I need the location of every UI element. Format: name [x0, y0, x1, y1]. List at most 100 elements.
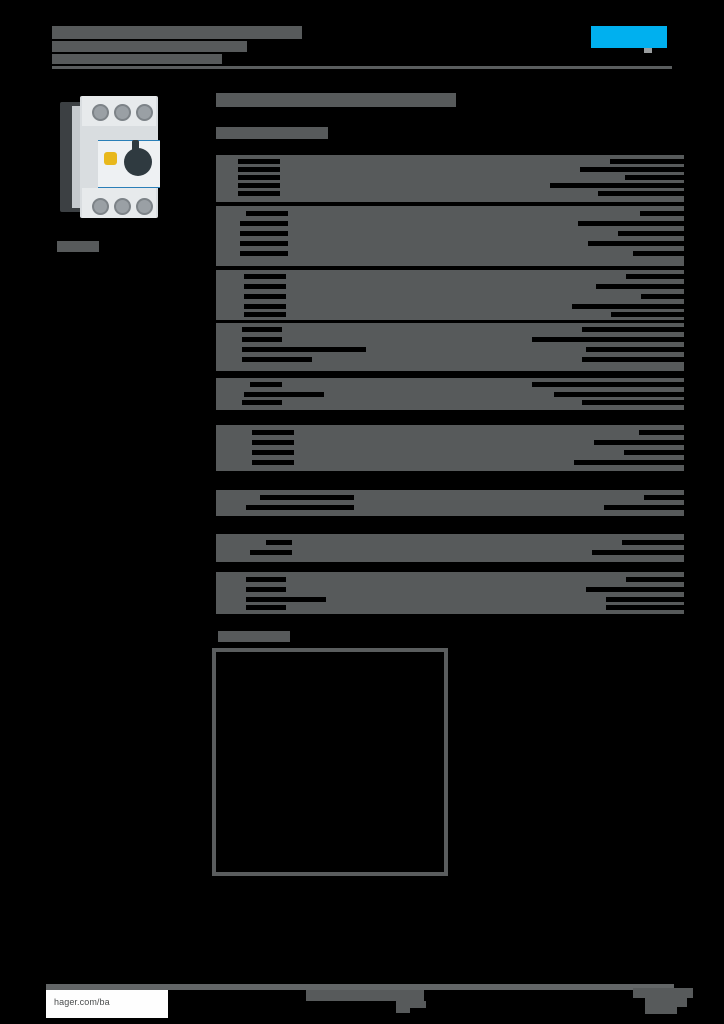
table-row-tail: [626, 577, 684, 582]
table-row-tail: [586, 347, 684, 352]
table-row-tail: [572, 304, 684, 309]
footer-url-plate[interactable]: hager.com/ba: [46, 990, 168, 1018]
table-row-tail: [582, 400, 684, 405]
drawing-caption: [218, 631, 290, 642]
footer-right-block-2: [645, 998, 687, 1007]
table-row-gap: [250, 550, 292, 555]
table-row-gap: [246, 605, 286, 610]
header-title-line-1: [52, 26, 302, 39]
table-row-gap: [246, 587, 286, 592]
table-row-gap: [240, 251, 288, 256]
terminal-screw: [136, 198, 153, 215]
spec-group: [216, 323, 684, 371]
table-row-gap: [250, 382, 282, 387]
table-row-gap: [252, 440, 294, 445]
table-row-gap: [242, 347, 366, 352]
table-row-tail: [641, 294, 684, 299]
table-row-tail: [610, 159, 684, 164]
table-row-tail: [644, 495, 684, 500]
terminal-screw: [92, 198, 109, 215]
table-row-gap: [252, 430, 294, 435]
table-row-gap: [242, 400, 282, 405]
table-row-gap: [240, 221, 288, 226]
table-row-gap: [242, 327, 282, 332]
table-row-gap: [238, 175, 280, 180]
table-row-tail: [625, 175, 684, 180]
product-photo-caption: [57, 241, 99, 252]
header-title-line-2: [52, 41, 247, 52]
table-row-tail: [633, 251, 684, 256]
table-row-tail: [582, 357, 684, 362]
logo-foot: [644, 48, 652, 53]
footer-divider: [46, 984, 674, 990]
logo-wordmark: [591, 26, 667, 48]
table-row-gap: [238, 167, 280, 172]
table-row-tail: [596, 284, 684, 289]
table-row-gap: [240, 231, 288, 236]
page-subtitle: [216, 127, 328, 139]
table-row-gap: [238, 191, 280, 196]
product-photo: [58, 92, 168, 222]
table-row-tail: [611, 312, 684, 317]
table-row-tail: [640, 211, 684, 216]
spec-group: [216, 572, 684, 614]
table-row-tail: [588, 241, 684, 246]
table-row-tail: [626, 274, 684, 279]
terminal-screw: [114, 198, 131, 215]
reset-button-icon: [104, 152, 117, 165]
table-row-tail: [580, 167, 684, 172]
table-row-tail: [582, 327, 684, 332]
table-row-gap: [238, 183, 280, 188]
table-row-tail: [586, 587, 684, 592]
table-row-gap: [244, 284, 286, 289]
table-row-tail: [554, 392, 684, 397]
spec-group: [216, 270, 684, 320]
terminal-screw: [136, 104, 153, 121]
table-row-tail: [598, 191, 684, 196]
table-row-gap: [260, 495, 354, 500]
table-row-gap: [244, 312, 286, 317]
table-row-gap: [242, 357, 312, 362]
table-row-tail: [574, 460, 684, 465]
table-row-tail: [624, 450, 684, 455]
footer-right-block: [633, 988, 693, 998]
spec-group: [216, 155, 684, 202]
rotary-knob-stem: [132, 140, 139, 154]
table-row-gap: [246, 597, 326, 602]
table-row-gap: [244, 294, 286, 299]
table-row-tail: [622, 540, 684, 545]
page-title: [216, 93, 456, 107]
footer-center-block: [306, 990, 424, 1001]
spec-group: [216, 534, 684, 562]
table-row-gap: [244, 274, 286, 279]
table-row-tail: [606, 597, 684, 602]
table-row-tail: [578, 221, 684, 226]
table-row-gap: [244, 392, 324, 397]
table-row-gap: [252, 450, 294, 455]
terminal-screw: [114, 104, 131, 121]
footer-right-block-3: [645, 1007, 677, 1014]
table-row-tail: [532, 337, 684, 342]
table-row-tail: [594, 440, 684, 445]
table-row-tail: [604, 505, 684, 510]
spec-group: [216, 490, 684, 516]
table-row-gap: [240, 241, 288, 246]
rotary-knob: [124, 148, 152, 176]
hager-logo[interactable]: [591, 26, 667, 53]
header-divider: [52, 66, 672, 69]
table-row-tail: [592, 550, 684, 555]
table-row-tail: [550, 183, 684, 188]
table-row-tail: [618, 231, 684, 236]
spec-group: [216, 378, 684, 410]
dimensional-drawing: [212, 648, 448, 876]
table-row-gap: [266, 540, 292, 545]
spec-group: [216, 206, 684, 266]
table-row-gap: [242, 337, 282, 342]
table-row-gap: [244, 304, 286, 309]
table-row-tail: [532, 382, 684, 387]
table-row-gap: [252, 460, 294, 465]
terminal-screw: [92, 104, 109, 121]
footer-center-block-2: [396, 1001, 426, 1008]
table-row-gap: [246, 505, 354, 510]
